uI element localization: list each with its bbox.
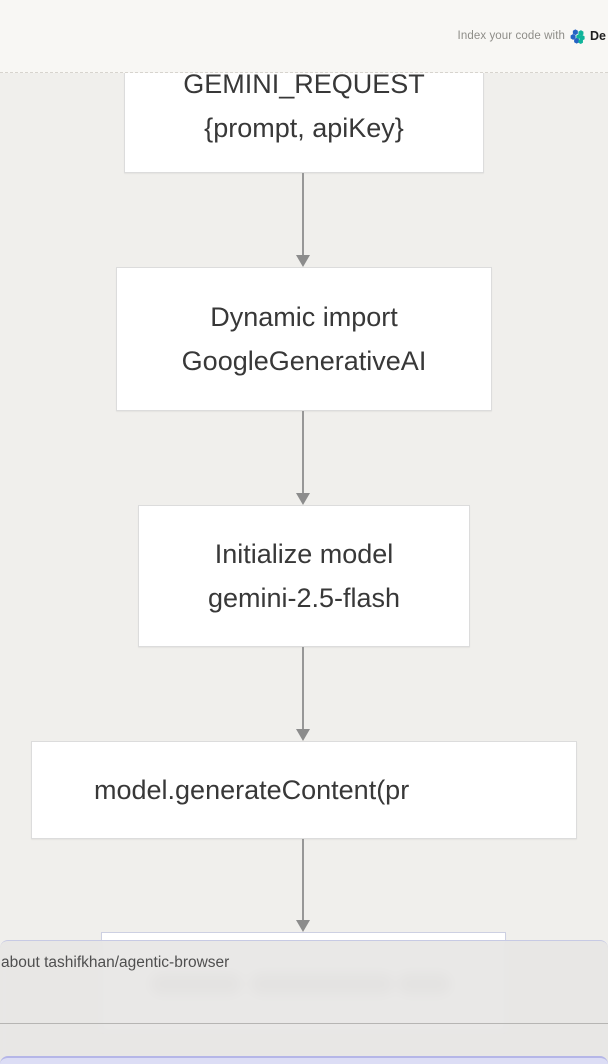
arrow-head-icon (296, 493, 310, 505)
node-line: gemini-2.5-flash (207, 583, 401, 613)
flow-arrow (296, 647, 310, 741)
flow-arrow (296, 839, 310, 932)
arrow-line (302, 647, 304, 729)
index-code-label: Index your code with (457, 30, 566, 42)
arrow-head-icon (296, 729, 310, 741)
flow-arrow (296, 173, 310, 267)
flow-node-generate-content: model.generateContent(pr (31, 741, 577, 839)
overlay-divider (0, 1023, 608, 1024)
flow-node-initialize-model: Initialize model gemini-2.5-flash (138, 505, 470, 647)
arrow-line (302, 173, 304, 255)
node-line: {prompt, apiKey} (204, 112, 404, 143)
node-line: Dynamic import (210, 302, 398, 332)
index-code-banner[interactable]: Index your code with De (457, 28, 606, 44)
arrow-head-icon (296, 920, 310, 932)
node-line: model.generateContent(pr (94, 775, 410, 805)
node-line: GoogleGenerativeAI (181, 346, 427, 376)
header: Index your code with De (0, 0, 608, 73)
flow-arrow (296, 411, 310, 505)
arrow-head-icon (296, 255, 310, 267)
ask-overlay-panel: about tashifkhan/agentic-browser (0, 940, 608, 1064)
ask-repo-label: about tashifkhan/agentic-browser (1, 954, 230, 971)
brand-label: De (590, 29, 606, 43)
flow-node-dynamic-import: Dynamic import GoogleGenerativeAI (116, 267, 492, 411)
node-line: Initialize model (214, 539, 394, 569)
arrow-line (302, 839, 304, 920)
ask-input-top-edge[interactable] (0, 1056, 608, 1064)
arrow-line (302, 411, 304, 493)
devin-logo-icon (570, 28, 585, 44)
node-line: GEMINI_REQUEST (183, 68, 425, 99)
